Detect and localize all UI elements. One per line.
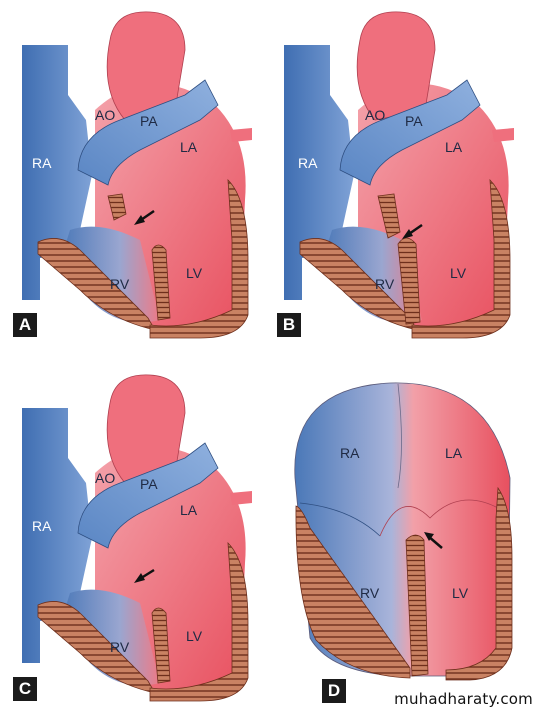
arrow-head-icon (402, 229, 413, 239)
label-rv: RV (375, 276, 395, 292)
pulmonary-vein-shape (230, 491, 252, 505)
pulmonary-vein-shape (492, 128, 514, 142)
aorta-shape (356, 11, 436, 121)
label-la: LA (445, 445, 463, 461)
lv-wall-shape (411, 178, 511, 339)
lv-wall-shape (445, 486, 513, 681)
label-rv: RV (360, 585, 380, 601)
heart-diagram-a (22, 11, 252, 339)
lv-wall-shape (149, 541, 249, 702)
label-pa: PA (140, 476, 158, 492)
right-ventricle-shape (322, 226, 422, 323)
label-ra: RA (340, 445, 360, 461)
watermark-text: muhadharaty.com (394, 690, 533, 708)
heart-diagram-d (294, 382, 513, 681)
septum-shape (405, 534, 429, 677)
septum-shape (397, 237, 421, 325)
panel-c: AO PA LA RA RV LV C (0, 358, 269, 716)
av-line (299, 502, 381, 537)
label-rv: RV (110, 276, 130, 292)
label-ao: AO (95, 470, 116, 486)
aorta-shape (106, 11, 186, 121)
arrow-head-icon (134, 215, 145, 225)
panel-a: AO PA LA RA RV LV A (0, 0, 269, 358)
panel-letter-badge: D (322, 679, 346, 703)
label-pa: PA (140, 113, 158, 129)
outlet-septum-shape (377, 193, 401, 239)
septum-shape (151, 607, 171, 684)
label-ra: RA (32, 518, 52, 534)
panel-d: RA LA RV LV D (270, 358, 539, 716)
panel-letter-badge: B (277, 313, 301, 337)
lv-wall-shape (149, 178, 249, 339)
panel-b: AO PA LA RA RV LV B (270, 0, 539, 358)
right-ventricle-shape (60, 226, 160, 323)
label-lv: LV (450, 265, 467, 281)
pulmonary-artery-shape (339, 79, 481, 186)
rv-wall-shape (295, 505, 411, 679)
label-pa: PA (405, 113, 423, 129)
label-la: LA (445, 139, 463, 155)
heart-diagram-b (284, 11, 514, 339)
label-lv: LV (452, 585, 469, 601)
label-ao: AO (365, 107, 386, 123)
atrial-septum-line (397, 383, 402, 489)
label-ra: RA (298, 155, 318, 171)
label-lv: LV (186, 265, 203, 281)
pulmonary-artery-shape (77, 79, 219, 186)
aorta-shape (106, 374, 186, 484)
label-ra: RA (32, 155, 52, 171)
heart-diagram-c (22, 374, 252, 702)
outlet-septum-shape (107, 193, 127, 221)
right-ventricle-shape (60, 589, 160, 686)
mitral-line (379, 499, 499, 537)
septum-shape (151, 244, 171, 321)
label-lv: LV (186, 628, 203, 644)
label-la: LA (180, 139, 198, 155)
panel-letter-badge: C (13, 677, 37, 701)
pulmonary-vein-shape (230, 128, 252, 142)
pulmonary-artery-shape (77, 442, 219, 549)
label-ao: AO (95, 107, 116, 123)
panel-letter-badge: A (13, 313, 37, 337)
arrow-head-icon (134, 573, 145, 583)
label-rv: RV (110, 639, 130, 655)
arrow-head-icon (424, 532, 434, 541)
label-la: LA (180, 502, 198, 518)
